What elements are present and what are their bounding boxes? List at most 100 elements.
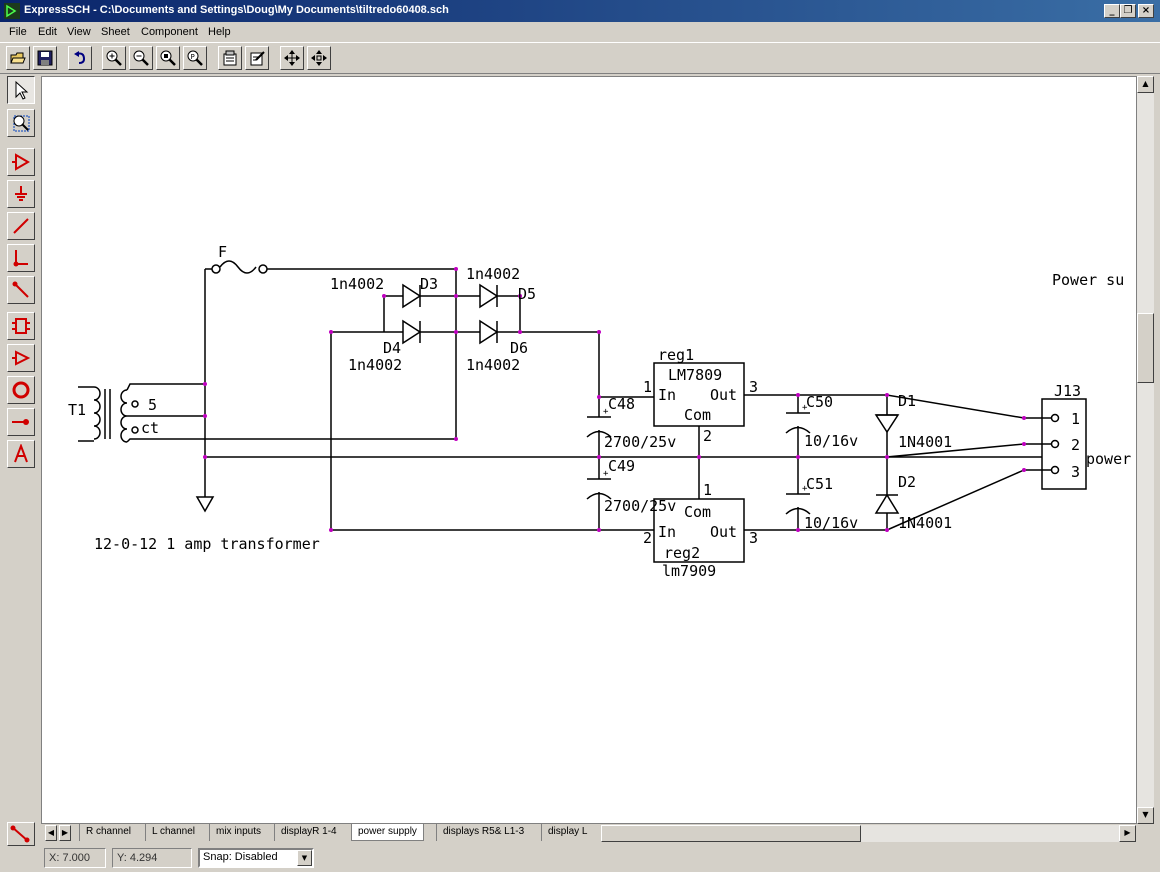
zoom-in-button[interactable]	[102, 46, 126, 70]
tab-r-channel[interactable]: R channel	[79, 824, 137, 841]
zoom-out-icon	[133, 50, 149, 66]
tab-next-button[interactable]: ▶	[59, 825, 71, 841]
scroll-down-button[interactable]: ▼	[1137, 807, 1154, 824]
zoom-fit-button[interactable]	[156, 46, 180, 70]
menu-edit[interactable]: Edit	[38, 26, 57, 38]
j13-ref: J13	[1054, 382, 1081, 400]
close-button[interactable]: ×	[1138, 4, 1154, 18]
junction-wire-icon	[13, 250, 28, 267]
d6-value: 1n4002	[466, 356, 520, 374]
sheet-properties-button[interactable]	[245, 46, 269, 70]
select-arrow-icon	[15, 80, 29, 100]
circle-tool-button[interactable]	[7, 376, 35, 404]
svg-text:+: +	[603, 407, 609, 417]
save-button[interactable]	[33, 46, 57, 70]
zoom-window-tool-button[interactable]	[7, 109, 35, 137]
properties-button[interactable]	[218, 46, 242, 70]
wire-mode-button[interactable]	[7, 822, 35, 846]
zoom-in-icon	[106, 50, 122, 66]
menu-component[interactable]: Component	[141, 26, 198, 38]
snap-dropdown[interactable]: Snap: Disabled ▼	[198, 848, 314, 868]
fuse-label: F	[218, 243, 227, 261]
menu-sheet[interactable]: Sheet	[101, 26, 130, 38]
d3-value: 1n4002	[330, 275, 384, 293]
menu-bar: File Edit View Sheet Component Help	[0, 22, 1160, 42]
zoom-fit-icon	[160, 50, 176, 66]
window-title: ExpressSCH - C:\Documents and Settings\D…	[24, 4, 449, 16]
pan-button[interactable]	[280, 46, 304, 70]
c48-value: 2700/25v	[604, 433, 676, 451]
horizontal-scroll-thumb[interactable]	[601, 825, 861, 842]
tab-prev-button[interactable]: ◀	[45, 825, 57, 841]
properties-icon	[223, 50, 237, 66]
menu-help[interactable]: Help	[208, 26, 231, 38]
x-coordinate: X: 7.000	[44, 848, 106, 868]
menu-file[interactable]: File	[9, 26, 27, 38]
tab-display-l[interactable]: display L	[541, 824, 593, 841]
vertical-scrollbar[interactable]: ▲ ▼	[1137, 76, 1154, 824]
part-icon	[12, 318, 30, 334]
reg2-in: In	[658, 523, 676, 541]
c51-value: 10/16v	[804, 514, 858, 532]
svg-text:P: P	[191, 53, 195, 61]
zoom-page-icon: P	[187, 50, 203, 66]
menu-view[interactable]: View	[67, 26, 91, 38]
transformer-ref: T1	[68, 401, 86, 419]
reg2-ref: reg2	[664, 544, 700, 562]
minimize-button[interactable]: _	[1104, 4, 1120, 18]
j13-pin1: 1	[1071, 410, 1080, 428]
tab-mix-inputs[interactable]: mix inputs	[209, 824, 267, 841]
reg1-ref: reg1	[658, 346, 694, 364]
status-bar: X: 7.000 Y: 4.294 Snap: Disabled ▼	[0, 845, 1160, 872]
center-button[interactable]	[307, 46, 331, 70]
horizontal-scrollbar[interactable]: ▶	[601, 825, 1136, 842]
c49-ref: C49	[608, 457, 635, 475]
title-bar: ExpressSCH - C:\Documents and Settings\D…	[0, 0, 1160, 22]
tab-displayr-1-4[interactable]: displayR 1-4	[274, 824, 343, 841]
restore-button[interactable]: ❐	[1120, 4, 1136, 18]
pin-tool-button[interactable]	[7, 408, 35, 436]
center-icon	[311, 50, 327, 66]
zoom-window-icon	[13, 115, 30, 132]
undo-button[interactable]	[68, 46, 92, 70]
zoom-out-button[interactable]	[129, 46, 153, 70]
reg1-out: Out	[710, 386, 737, 404]
chevron-down-icon[interactable]: ▼	[297, 850, 312, 866]
transformer-desc: 12-0-12 1 amp transformer	[94, 535, 320, 553]
bus-entry-tool-button[interactable]	[7, 276, 35, 304]
svg-text:+: +	[603, 469, 609, 479]
tab-l-channel[interactable]: L channel	[145, 824, 201, 841]
wire-tool-button[interactable]	[7, 212, 35, 240]
schematic-canvas[interactable]: ++ ++ F T1 5 ct 12-0-12 1 amp transforme…	[41, 76, 1137, 824]
c50-ref: C50	[806, 393, 833, 411]
junction-wire-tool-button[interactable]	[7, 244, 35, 272]
part-tool-button[interactable]	[7, 312, 35, 340]
vertical-scroll-thumb[interactable]	[1137, 313, 1154, 383]
component-tool-button[interactable]	[7, 148, 35, 176]
buffer-tool-button[interactable]	[7, 344, 35, 372]
app-icon	[4, 3, 20, 19]
d1-value: 1N4001	[898, 433, 952, 451]
d1-ref: D1	[898, 392, 916, 410]
ground-tool-button[interactable]	[7, 180, 35, 208]
snap-value: Snap: Disabled	[203, 851, 278, 863]
reg2-pin3: 3	[749, 529, 758, 547]
reg2-pin2: 2	[643, 529, 652, 547]
sheet-properties-icon	[250, 51, 265, 66]
scroll-right-button[interactable]: ▶	[1119, 825, 1136, 842]
tab-displays-r5-l1-3[interactable]: displays R5& L1-3	[436, 824, 530, 841]
scroll-up-button[interactable]: ▲	[1137, 76, 1154, 93]
text-icon	[14, 444, 28, 463]
text-tool-button[interactable]	[7, 440, 35, 468]
transformer-ct: ct	[141, 419, 159, 437]
schematic-drawing: ++ ++ F T1 5 ct 12-0-12 1 amp transforme…	[68, 243, 1131, 580]
d4-ref: D4	[383, 339, 401, 357]
tab-power-supply[interactable]: power supply	[351, 824, 424, 841]
component-icon	[12, 153, 30, 171]
select-tool-button[interactable]	[7, 76, 35, 104]
reg1-com: Com	[684, 406, 711, 424]
open-button[interactable]	[6, 46, 30, 70]
component-palette	[4, 76, 38, 846]
reg1-pin1: 1	[643, 378, 652, 396]
zoom-page-button[interactable]: P	[183, 46, 207, 70]
